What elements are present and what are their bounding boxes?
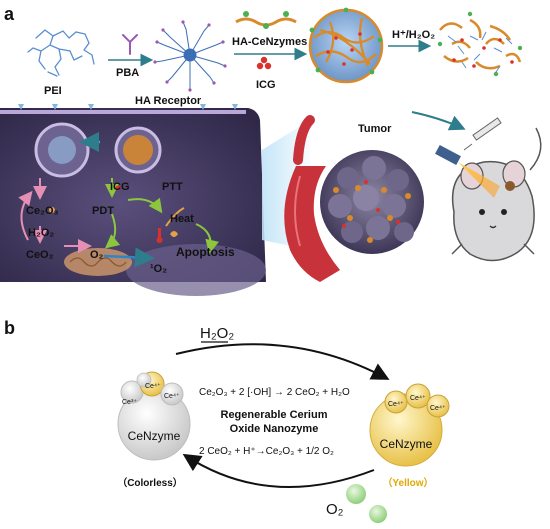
right-ce4-label-1: Ce⁴⁺ — [388, 401, 404, 408]
pba-label: PBA — [116, 67, 139, 79]
cancer-cell-illustration — [0, 104, 266, 296]
ha-receptor-label: HA Receptor — [135, 95, 202, 107]
right-cenzyme-label: CeNzyme — [380, 437, 433, 451]
o2-label: O₂ — [90, 249, 104, 261]
icg-label: ICG — [256, 79, 276, 91]
assembled-nanoparticle — [308, 7, 384, 84]
arrow-oxidation-cycle — [175, 343, 390, 380]
disassembled-nanoparticle — [437, 11, 523, 77]
reduction-equation: 2 CeO₂ + H⁺→Ce₂O₃ + 1/2 O₂ — [199, 446, 334, 457]
ha-cenzymes-label: HA-CeNzymes — [232, 36, 307, 48]
left-state-label: （Colorless） — [117, 476, 183, 489]
pei-pba-branched-structure — [154, 21, 226, 91]
panel-a-label: a — [4, 4, 15, 24]
ce2o3-label: Ce₂O₃ — [26, 205, 59, 217]
oxidation-equation: Ce₂O₃ + 2 [·OH] → 2 CeO₂ + H₂O — [199, 387, 350, 398]
ptt-label: PTT — [162, 181, 183, 193]
tumor-label: Tumor — [358, 123, 392, 135]
icg-molecule-icon — [256, 56, 272, 70]
left-ce3-label: Ce³⁺ — [122, 399, 137, 406]
cenzyme-yellow-illustration — [369, 383, 450, 467]
pba-molecule-icon — [122, 34, 138, 55]
syringe-icon — [463, 117, 502, 151]
o2-product-label: O₂ — [326, 501, 344, 518]
blood-vessel — [284, 166, 340, 282]
tumor-illustration — [320, 150, 424, 254]
pei-label: PEI — [44, 85, 62, 97]
ha-receptor-icons — [18, 104, 238, 110]
h2o2-reagent-label: H₂O₂ — [200, 325, 234, 342]
right-ce4-label-2: Ce⁴⁺ — [410, 395, 426, 402]
pba-tips — [153, 20, 227, 92]
left-ce4-label-1: Ce⁴⁺ — [145, 383, 161, 390]
trigger-label: H⁺/H₂O₂ — [392, 29, 435, 41]
laser-probe-icon — [435, 144, 500, 198]
apoptosis-label: Apoptosis — [176, 245, 235, 259]
ha-cenzymes-chain-icon — [235, 11, 297, 29]
pdt-label: PDT — [92, 205, 114, 217]
ceo2-label: CeO₂ — [26, 249, 54, 261]
left-ce4-label-2: Ce⁴⁺ — [164, 393, 180, 400]
right-state-label: （Yellow） — [382, 476, 433, 489]
icg-cell-label: ICG — [110, 181, 130, 193]
oxygen-bubbles-illustration — [346, 484, 387, 523]
h2o2-label: H₂O₂ — [28, 227, 54, 239]
arrow-to-mouse — [411, 111, 466, 131]
arrow-reduction-cycle — [182, 453, 375, 488]
singlet-o2-label: ¹O₂ — [150, 263, 167, 275]
right-ce4-label-3: Ce⁴⁺ — [430, 405, 446, 412]
heat-label: Heat — [170, 213, 194, 225]
panel-b-label: b — [4, 318, 15, 338]
pei-polymer-illustration — [27, 29, 95, 77]
left-cenzyme-label: CeNzyme — [128, 429, 181, 443]
mouse-illustration — [451, 127, 542, 262]
cenzyme-colorless-illustration — [117, 371, 191, 461]
center-title-line2: Oxide Nanozyme — [230, 423, 319, 435]
center-title-line1: Regenerable Cerium — [221, 409, 328, 421]
